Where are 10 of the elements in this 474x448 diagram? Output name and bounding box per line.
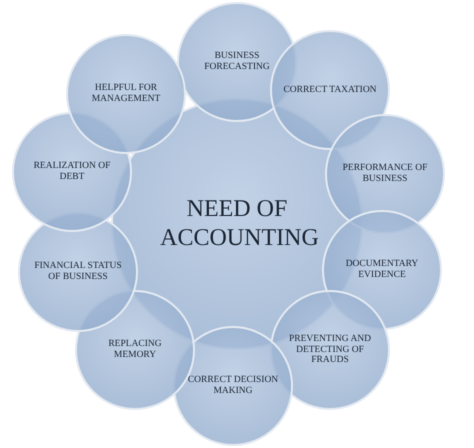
circle-label: FINANCIAL STATUS OF BUSINESS [33, 261, 123, 283]
circle-label: DOCUMENTARY EVIDENCE [344, 259, 420, 281]
circle-label: PREVENTING AND DETECTING OF FRAUDS [288, 334, 372, 366]
circle-label: REPLACING MEMORY [107, 339, 163, 361]
circle-label: CORRECT TAXATION [282, 84, 378, 96]
circle-label: PERFORMANCE OF BUSINESS [342, 163, 428, 185]
circle-label: CORRECT DECISION MAKING [186, 375, 280, 397]
circle-label: BUSINESS FORECASTING [203, 51, 271, 73]
circle-label: REALIZATION OF DEBT [32, 161, 112, 183]
circle-label: HELPFUL FOR MANAGEMENT [90, 83, 162, 105]
